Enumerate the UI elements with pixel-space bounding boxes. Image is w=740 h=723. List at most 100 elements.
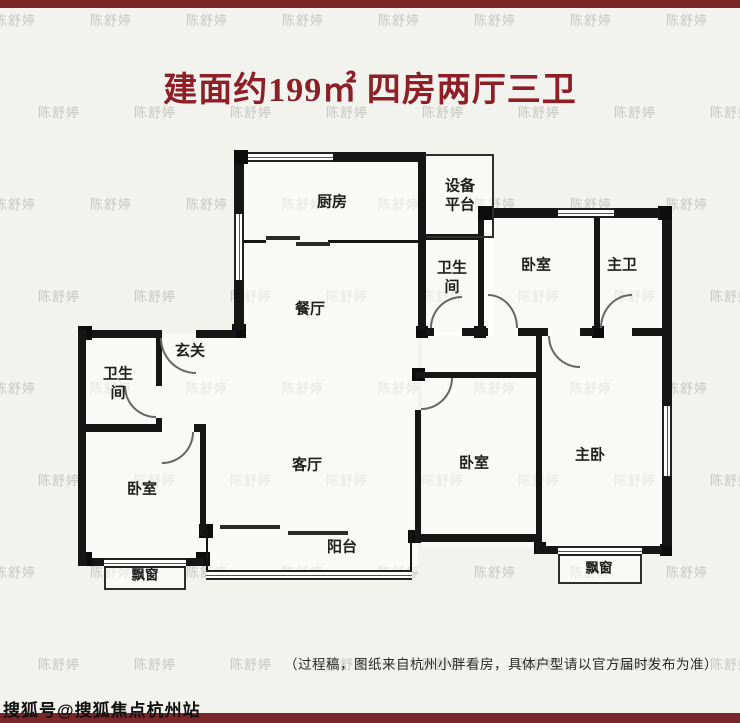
watermark-text: 陈舒婷 [378,13,421,28]
wall-segment [333,152,426,162]
wall-segment [156,330,162,386]
watermark-text: 陈舒婷 [38,473,81,488]
door-arc [421,378,453,410]
room-label-foyer: 玄关 [174,342,206,360]
wall-segment [662,330,672,406]
structural-column [658,206,672,220]
watermark-text: 陈舒婷 [326,105,369,120]
watermark-text: 陈舒婷 [666,13,709,28]
page-title: 建面约199㎡ 四房两厅三卫 [163,72,577,109]
wall-segment [426,328,434,336]
watermark-text: 陈舒婷 [134,289,177,304]
wall-segment [244,240,266,243]
watermark-text: 陈舒婷 [38,289,81,304]
sliding-door-mark [266,236,300,240]
watermark-text: 陈舒婷 [614,657,657,672]
door-arc [488,294,518,328]
watermark-text: 陈舒婷 [230,657,273,672]
wall-segment [580,328,594,336]
watermark-text: 陈舒婷 [186,13,229,28]
watermark-text: 陈舒婷 [0,565,37,580]
sohu-credit-watermark: 搜狐号@搜狐焦点杭州站 [3,701,201,720]
wall-segment [478,220,484,238]
watermark-text: 陈舒婷 [710,473,740,488]
room-label-dining-room: 餐厅 [294,300,326,318]
window [558,546,642,556]
watermark-text: 陈舒婷 [614,105,657,120]
window [206,570,412,580]
wall-segment [662,476,672,546]
watermark-text: 陈舒婷 [666,565,709,580]
door-arc [548,336,580,368]
thin-outline [558,556,642,584]
disclaimer-caption: （过程稿，图纸来自杭州小胖看房，具体户型请以官方届时发布为准） [284,657,718,672]
room-label-bedroom-1: 卧室 [458,454,490,472]
watermark-text: 陈舒婷 [474,565,517,580]
watermark-text: 陈舒婷 [38,105,81,120]
watermark-text: 陈舒婷 [134,105,177,120]
watermark-text: 陈舒婷 [38,657,81,672]
wall-segment [92,558,106,566]
window [558,208,614,218]
window [248,152,333,162]
wall-segment [234,280,244,330]
door-arc [162,432,194,464]
wall-segment [662,220,672,330]
thin-outline [104,568,186,590]
wall-segment [410,530,412,578]
thin-outline [426,154,494,238]
door-arc [430,296,462,328]
watermark-text: 陈舒婷 [666,381,709,396]
watermark-text: 陈舒婷 [186,197,229,212]
wall-segment [415,534,542,542]
room-label-equipment-platform: 设备平台 [444,177,475,213]
room-label-bay-window-right: 飘窗 [585,560,613,576]
wall-segment [492,208,558,218]
watermark-text: 陈舒婷 [326,657,369,672]
wall-segment [92,330,160,338]
wall-segment [478,328,488,336]
structural-column [234,150,248,164]
walls-layer [70,146,680,596]
watermark-text: 陈舒婷 [0,381,37,396]
watermark-text: 陈舒婷 [710,657,740,672]
room-label-master-bedroom: 主卧 [574,446,606,464]
wall-segment [536,330,542,546]
wall-segment [78,424,162,432]
window [104,558,186,568]
floor-area-fill [422,332,668,548]
watermark-text: 陈舒婷 [90,197,133,212]
wall-segment [206,530,208,578]
room-label-bathroom-1: 卫生间 [102,365,133,401]
wall-segment [418,154,426,330]
wall-segment [518,328,548,336]
sliding-door-mark [220,525,280,529]
watermark-text: 陈舒婷 [710,105,740,120]
sliding-door-mark [296,242,330,246]
room-label-bedroom-2: 卧室 [520,256,552,274]
watermark-text: 陈舒婷 [570,13,613,28]
wall-segment [536,546,558,554]
top-banner-strip [0,0,740,8]
wall-segment [234,164,244,214]
wall-segment [186,558,204,566]
wall-segment [594,210,600,328]
wall-segment [415,372,536,378]
watermark-text: 陈舒婷 [0,197,37,212]
structural-column [592,326,604,338]
watermark-text: 陈舒婷 [90,13,133,28]
watermark-text: 陈舒婷 [0,13,37,28]
room-label-bay-window-left: 飘窗 [131,567,159,583]
wall-segment [415,410,421,534]
window [662,406,672,476]
wall-segment [478,238,484,328]
wall-segment [200,424,206,536]
room-label-bedroom-3: 卧室 [126,480,158,498]
room-label-balcony: 阳台 [326,538,358,556]
bottom-banner-strip [0,713,740,723]
structural-column [660,544,672,556]
wall-segment [462,328,484,336]
room-label-kitchen: 厨房 [316,193,348,211]
watermark-text: 陈舒婷 [518,657,561,672]
room-label-living-room: 客厅 [291,456,323,474]
